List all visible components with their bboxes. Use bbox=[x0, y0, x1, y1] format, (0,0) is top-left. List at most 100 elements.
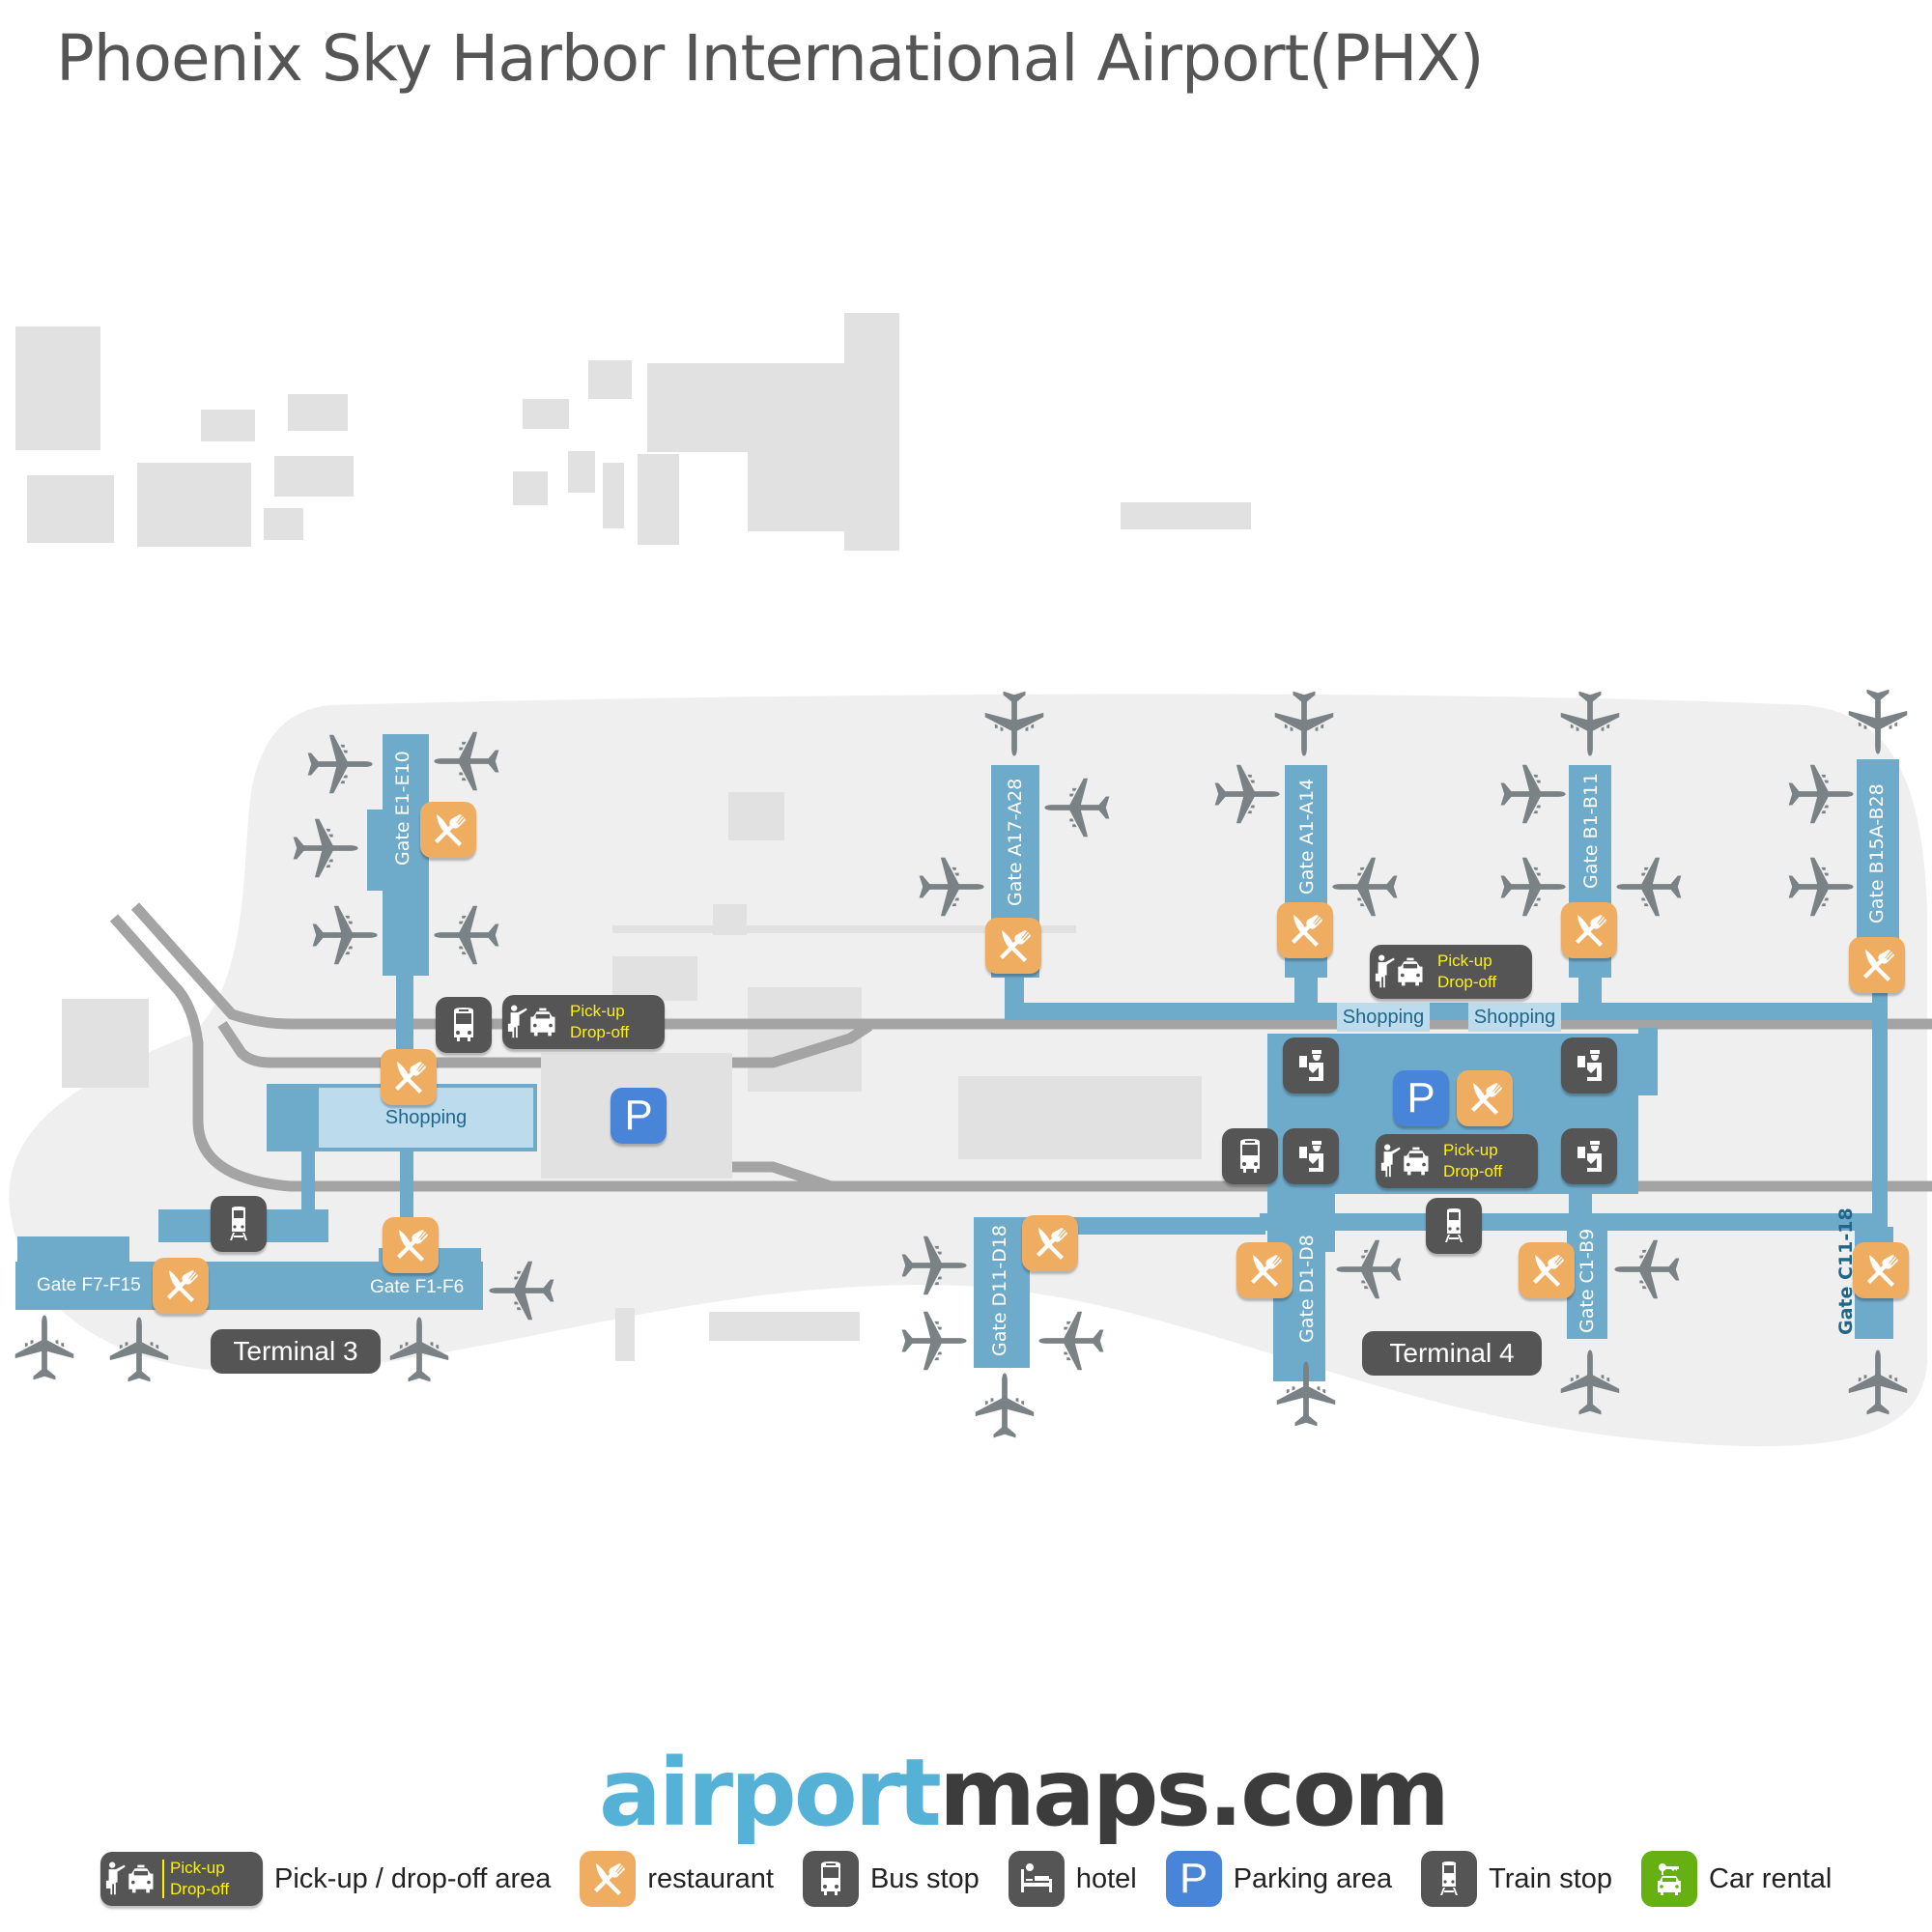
connector bbox=[1578, 966, 1602, 1014]
gate-label-b1-b11: Gate B1-B11 bbox=[1580, 772, 1602, 889]
connector bbox=[301, 1150, 315, 1217]
airplane-icon bbox=[290, 813, 359, 883]
restaurant-icon[interactable] bbox=[1519, 1242, 1575, 1298]
restaurant-icon[interactable] bbox=[1561, 902, 1617, 958]
airplane-icon bbox=[1785, 852, 1855, 922]
airplane-icon bbox=[916, 852, 985, 922]
restaurant-icon[interactable] bbox=[1022, 1215, 1078, 1271]
building bbox=[615, 1308, 635, 1361]
gate-label-d1-d8: Gate D1-D8 bbox=[1296, 1235, 1318, 1343]
restaurant-icon[interactable] bbox=[1236, 1242, 1293, 1298]
shopping-area-t4-right: Shopping bbox=[1468, 1003, 1561, 1032]
parking-icon[interactable]: P bbox=[611, 1088, 667, 1144]
airplane-icon bbox=[384, 1316, 454, 1385]
building bbox=[638, 454, 679, 545]
hotel-icon bbox=[1008, 1851, 1065, 1907]
page-title: Phoenix Sky Harbor International Airport… bbox=[56, 21, 1484, 96]
airplane-icon bbox=[1271, 1360, 1341, 1430]
airplane-icon bbox=[433, 726, 502, 796]
restaurant-icon[interactable] bbox=[985, 918, 1041, 974]
dropoff-label: Drop-off bbox=[570, 1023, 630, 1041]
airplane-icon bbox=[1331, 852, 1401, 922]
road bbox=[109, 914, 1932, 1192]
restaurant-icon[interactable] bbox=[1457, 1070, 1513, 1126]
legend-item-parking: P Parking area bbox=[1165, 1851, 1392, 1907]
connector bbox=[1294, 966, 1318, 1014]
east-corridor bbox=[1872, 991, 1888, 1242]
dropoff-label: Drop-off bbox=[1437, 973, 1497, 991]
airplane-icon bbox=[898, 1231, 968, 1300]
concourse-e-wide bbox=[367, 810, 429, 891]
terminal-3-label[interactable]: Terminal 3 bbox=[211, 1329, 381, 1374]
airplane-icon bbox=[970, 1372, 1039, 1441]
security-checkpoint-icon[interactable] bbox=[1561, 1128, 1617, 1184]
building bbox=[647, 363, 845, 452]
security-checkpoint-icon[interactable] bbox=[1283, 1128, 1339, 1184]
airplane-icon bbox=[1335, 1235, 1405, 1304]
airplane-icon bbox=[1785, 759, 1855, 829]
restaurant-icon[interactable] bbox=[153, 1258, 209, 1314]
terminal-4-label[interactable]: Terminal 4 bbox=[1362, 1331, 1542, 1376]
restaurant-icon[interactable] bbox=[381, 1049, 437, 1105]
pickup-dropoff-icon bbox=[502, 995, 564, 1049]
building bbox=[513, 471, 548, 505]
car-rental-icon bbox=[1641, 1851, 1698, 1907]
airplane-icon bbox=[1615, 852, 1685, 922]
building bbox=[264, 508, 303, 540]
restaurant-icon[interactable] bbox=[1853, 1242, 1909, 1298]
pickup-label: Pick-up bbox=[1437, 952, 1492, 970]
bus-stop-icon[interactable] bbox=[1222, 1128, 1278, 1184]
restaurant-icon[interactable] bbox=[1277, 902, 1333, 958]
security-checkpoint-icon[interactable] bbox=[1561, 1037, 1617, 1094]
building bbox=[523, 399, 569, 429]
restaurant-icon[interactable] bbox=[383, 1217, 439, 1273]
building bbox=[15, 327, 100, 450]
airplane-icon bbox=[1613, 1235, 1683, 1304]
parking-icon[interactable]: P bbox=[1393, 1070, 1449, 1126]
logo-part-maps: maps.com bbox=[938, 1739, 1450, 1847]
train-stop-icon bbox=[1421, 1851, 1478, 1907]
building bbox=[137, 463, 251, 547]
building bbox=[27, 475, 114, 543]
legend-item-bus-stop: Bus stop bbox=[802, 1851, 980, 1907]
building bbox=[612, 956, 697, 1001]
building bbox=[274, 456, 354, 497]
legend-label: restaurant bbox=[647, 1862, 774, 1894]
restaurant-icon[interactable] bbox=[420, 802, 476, 858]
building bbox=[201, 410, 255, 441]
shopping-area-t4-left: Shopping bbox=[1337, 1003, 1430, 1032]
building bbox=[728, 792, 784, 840]
bus-stop-icon[interactable] bbox=[436, 997, 492, 1053]
building bbox=[588, 360, 632, 399]
building bbox=[958, 1076, 1202, 1159]
airplane-icon bbox=[309, 900, 379, 970]
gate-label-c1-b9: Gate C1-B9 bbox=[1577, 1228, 1598, 1333]
pickup-label: Pick-up bbox=[570, 1002, 625, 1020]
legend-label: Car rental bbox=[1709, 1862, 1833, 1894]
airplane-icon bbox=[1843, 686, 1913, 755]
building bbox=[612, 925, 1076, 933]
pickup-dropoff-icon bbox=[1376, 1134, 1437, 1188]
gate-label-b15a-b28: Gate B15A-B28 bbox=[1866, 783, 1888, 923]
airfield-area bbox=[9, 694, 1927, 1447]
airplane-icon bbox=[104, 1316, 174, 1385]
building bbox=[709, 1312, 860, 1341]
security-checkpoint-icon[interactable] bbox=[1283, 1037, 1339, 1094]
airportmaps-logo[interactable]: airportmaps.com bbox=[599, 1739, 1450, 1847]
concourse-d11 bbox=[974, 1217, 1030, 1368]
train-stop-icon[interactable] bbox=[1426, 1198, 1482, 1254]
airplane-icon bbox=[1843, 1349, 1913, 1418]
train-stop-icon[interactable] bbox=[211, 1196, 267, 1252]
gate-label-f1-f6: Gate F1-F6 bbox=[370, 1277, 465, 1297]
building bbox=[1121, 502, 1251, 529]
restaurant-icon[interactable] bbox=[1849, 937, 1905, 993]
airplane-icon bbox=[1497, 759, 1567, 829]
restaurant-icon bbox=[580, 1851, 637, 1907]
connector bbox=[1638, 1028, 1658, 1095]
